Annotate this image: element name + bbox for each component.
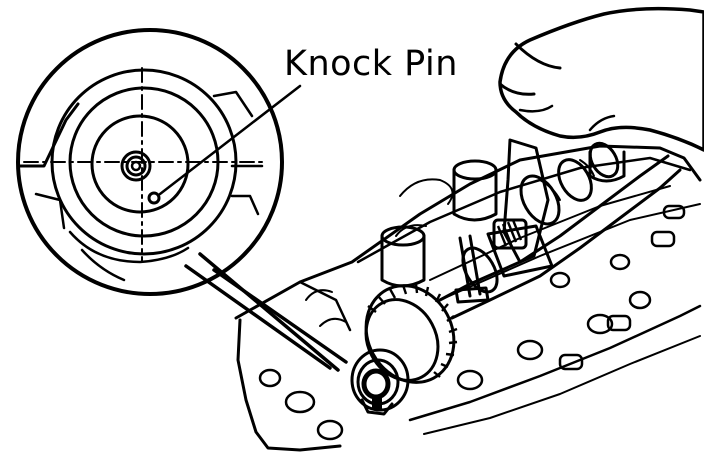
knock-pin-leader (158, 84, 302, 196)
magnified-detail-view (16, 28, 348, 372)
head-bolt-studs (558, 204, 686, 371)
cylinder-head (234, 144, 702, 452)
hand (498, 6, 704, 152)
lifter-2 (452, 159, 498, 222)
camshaft-gear (350, 283, 458, 416)
head-side-holes (258, 253, 652, 441)
knock-pin (147, 191, 161, 205)
camshaft (438, 141, 682, 320)
knock-pin-label: Knock Pin (284, 44, 458, 84)
wrench (454, 138, 554, 304)
